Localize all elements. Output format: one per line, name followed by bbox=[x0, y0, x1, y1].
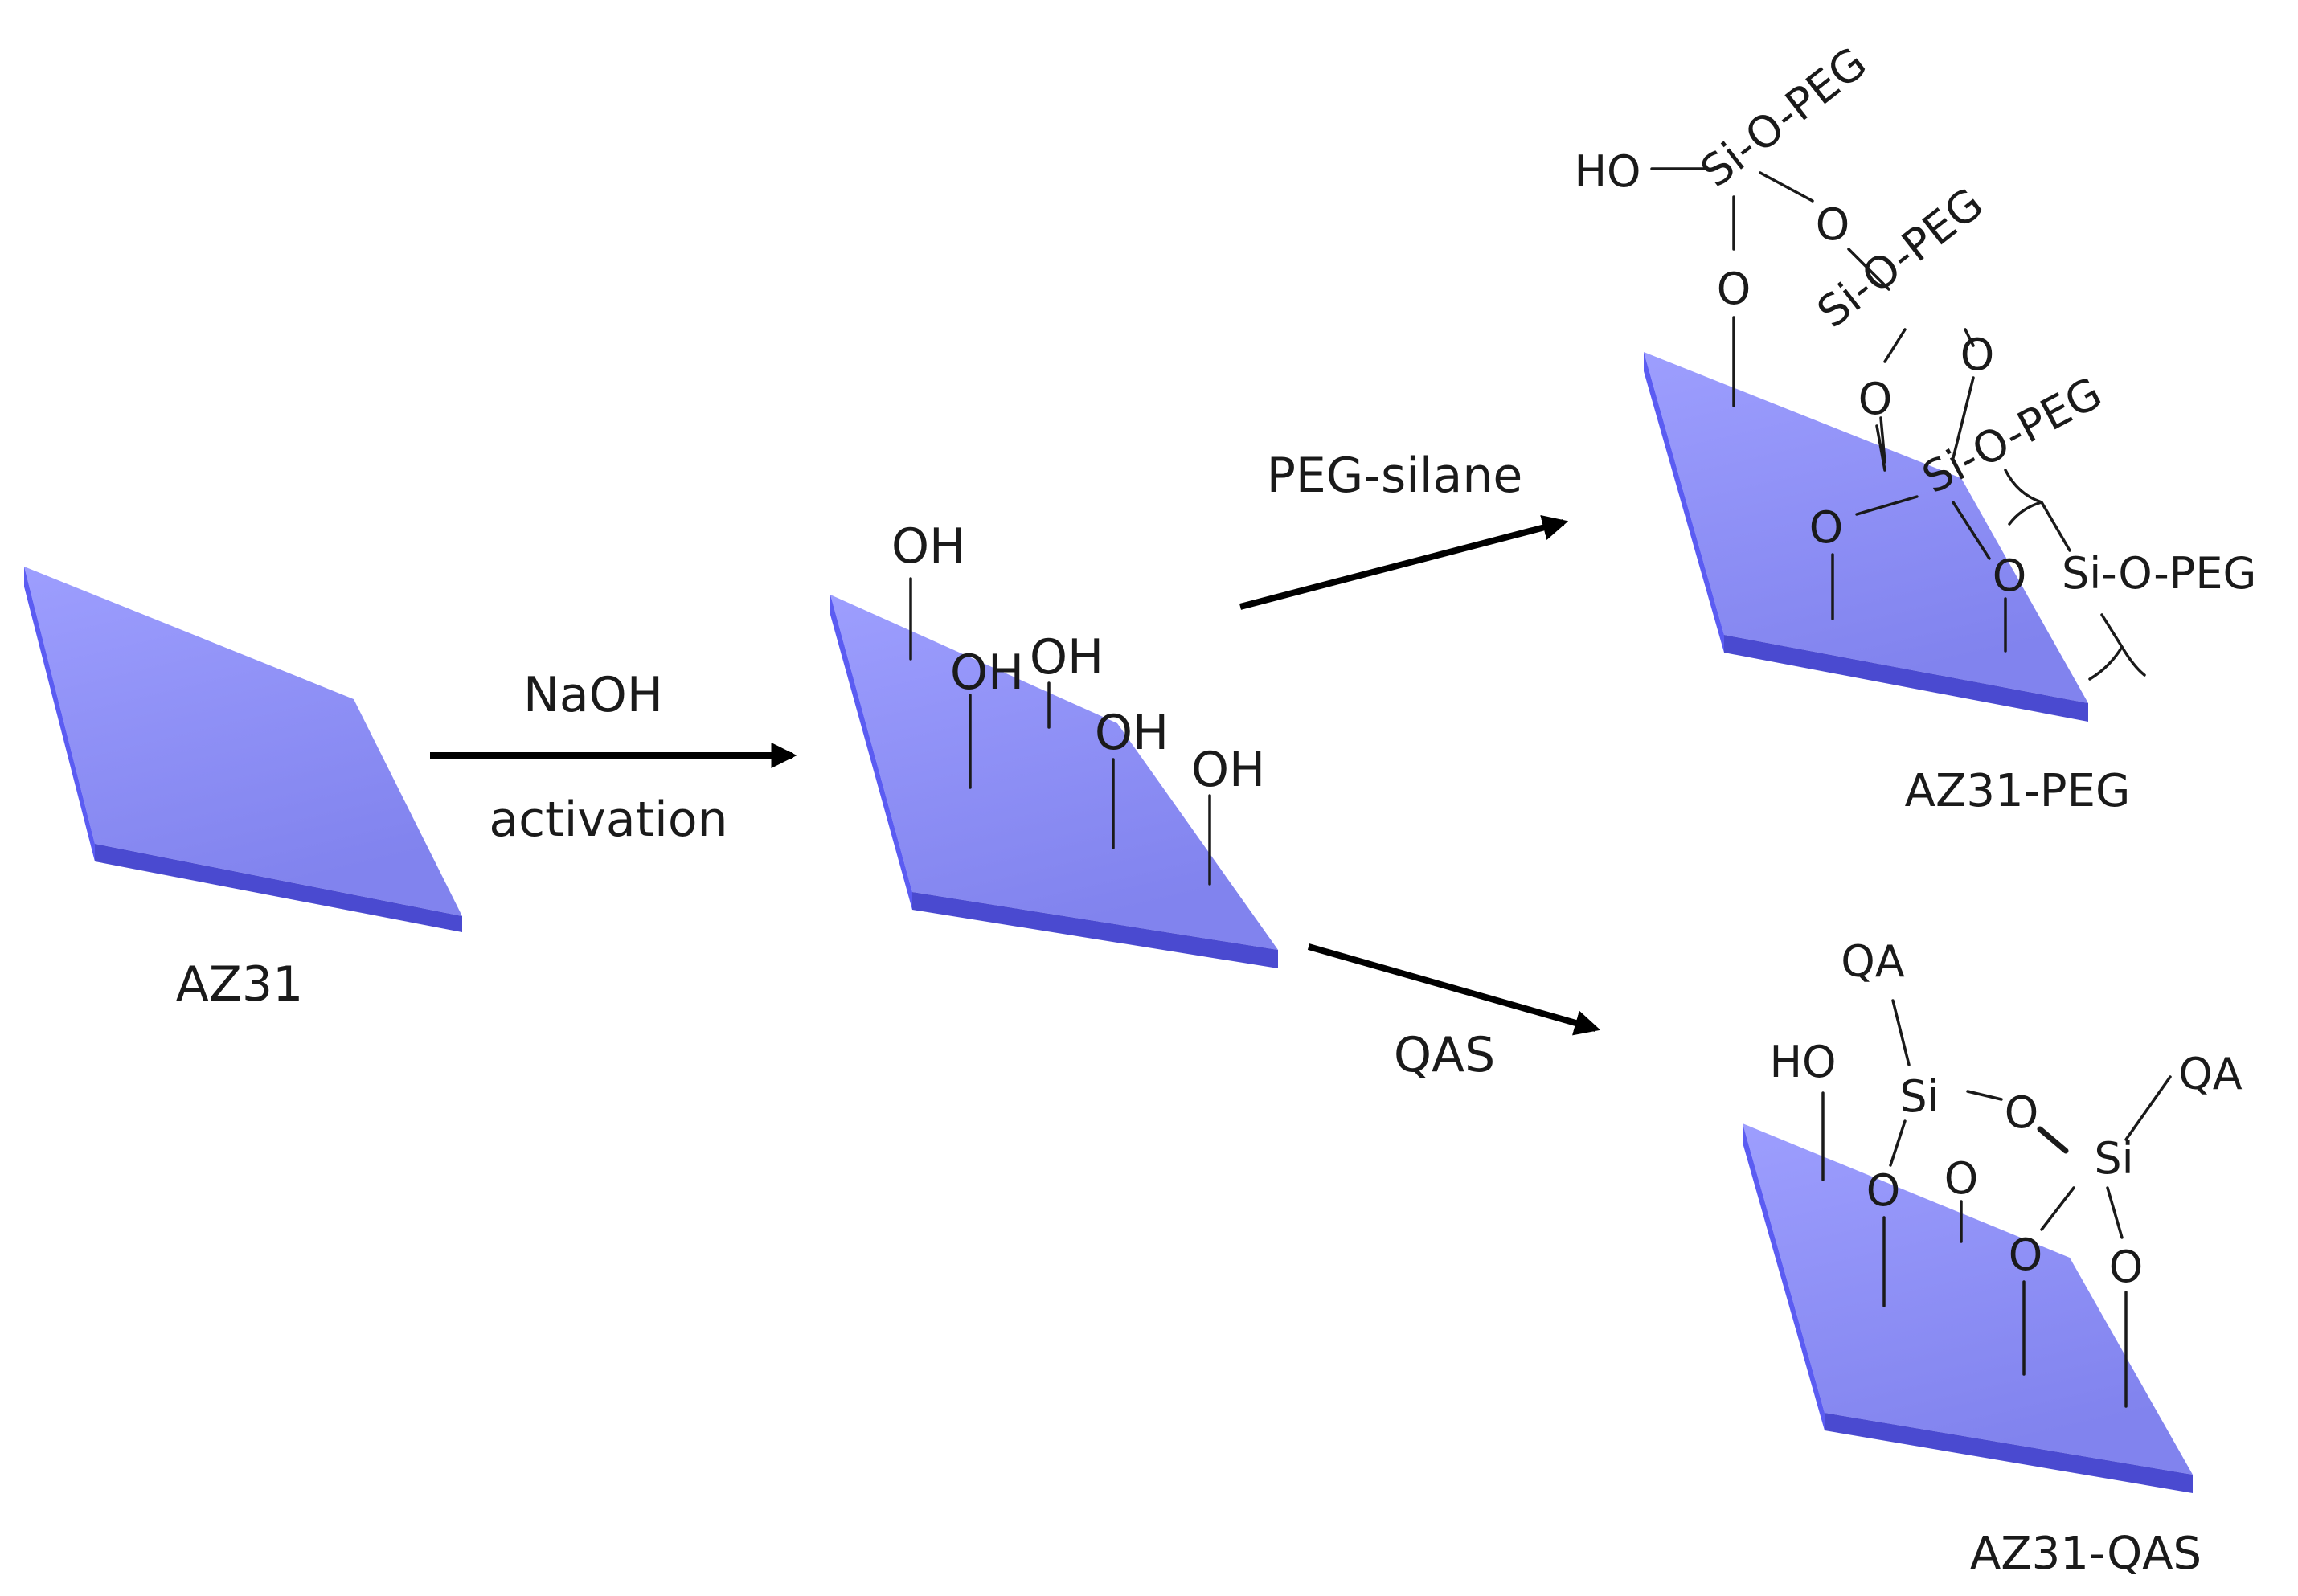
o-label: O bbox=[2005, 1087, 2039, 1138]
plate-top bbox=[1644, 352, 2088, 703]
plate-front bbox=[95, 844, 462, 932]
plate-az31 bbox=[24, 567, 462, 932]
si-label: Si bbox=[1899, 1071, 1939, 1122]
o-label: O bbox=[1993, 550, 2027, 601]
si-label: Si bbox=[2094, 1133, 2133, 1184]
si-o-peg-label: Si-O-PEG bbox=[1691, 37, 1876, 197]
oh-label: OH bbox=[1095, 705, 1169, 761]
o-label: O bbox=[2009, 1230, 2043, 1280]
o-label: O bbox=[1866, 1165, 1901, 1216]
qas-structure: QA HO Si O Si QA O O O O bbox=[1769, 936, 2243, 1408]
o-label: O bbox=[1960, 329, 1995, 380]
oh-label: OH bbox=[1191, 742, 1265, 798]
label-az31: AZ31 bbox=[176, 956, 304, 1013]
o-label: O bbox=[2109, 1242, 2144, 1292]
arrow-peg-silane bbox=[1239, 514, 1569, 610]
oh-label: OH bbox=[891, 518, 965, 575]
plate-az31-qas bbox=[1743, 1123, 2193, 1493]
plate-az31-peg bbox=[1644, 352, 2088, 722]
si-o-peg-label: Si-O-PEG bbox=[2062, 548, 2256, 599]
plate-top bbox=[24, 567, 462, 916]
plate-side bbox=[830, 595, 912, 910]
plate-front bbox=[1724, 635, 2088, 722]
o-label: O bbox=[1858, 374, 1893, 424]
plate-side bbox=[1743, 1123, 1825, 1430]
o-label: O bbox=[1816, 199, 1850, 250]
o-label: O bbox=[1809, 502, 1844, 553]
plate-front bbox=[1825, 1413, 2193, 1493]
plate-front bbox=[912, 892, 1278, 968]
label-activation: activation bbox=[489, 792, 727, 848]
qa-label: QA bbox=[1841, 936, 1905, 987]
label-naoh: NaOH bbox=[523, 667, 663, 723]
plate-side bbox=[1644, 352, 1724, 653]
o-label: O bbox=[1944, 1153, 1979, 1204]
oh-label: OH bbox=[950, 645, 1024, 701]
ho-label: HO bbox=[1574, 146, 1641, 197]
qa-label: QA bbox=[2178, 1049, 2243, 1099]
oh-groups: OH OH OH OH OH bbox=[891, 518, 1265, 886]
label-peg-silane: PEG-silane bbox=[1267, 448, 1523, 504]
plate-top bbox=[1743, 1123, 2193, 1475]
plate-top bbox=[830, 595, 1278, 950]
plate-side bbox=[24, 567, 95, 861]
label-az31-peg: AZ31-PEG bbox=[1905, 765, 2131, 817]
plate-activated bbox=[830, 595, 1278, 968]
ho-label: HO bbox=[1769, 1037, 1836, 1087]
label-qas: QAS bbox=[1394, 1027, 1495, 1083]
oh-label: OH bbox=[1030, 629, 1104, 685]
arrow-qas bbox=[1307, 943, 1601, 1036]
o-label: O bbox=[1717, 264, 1751, 314]
label-az31-qas: AZ31-QAS bbox=[1970, 1528, 2202, 1580]
